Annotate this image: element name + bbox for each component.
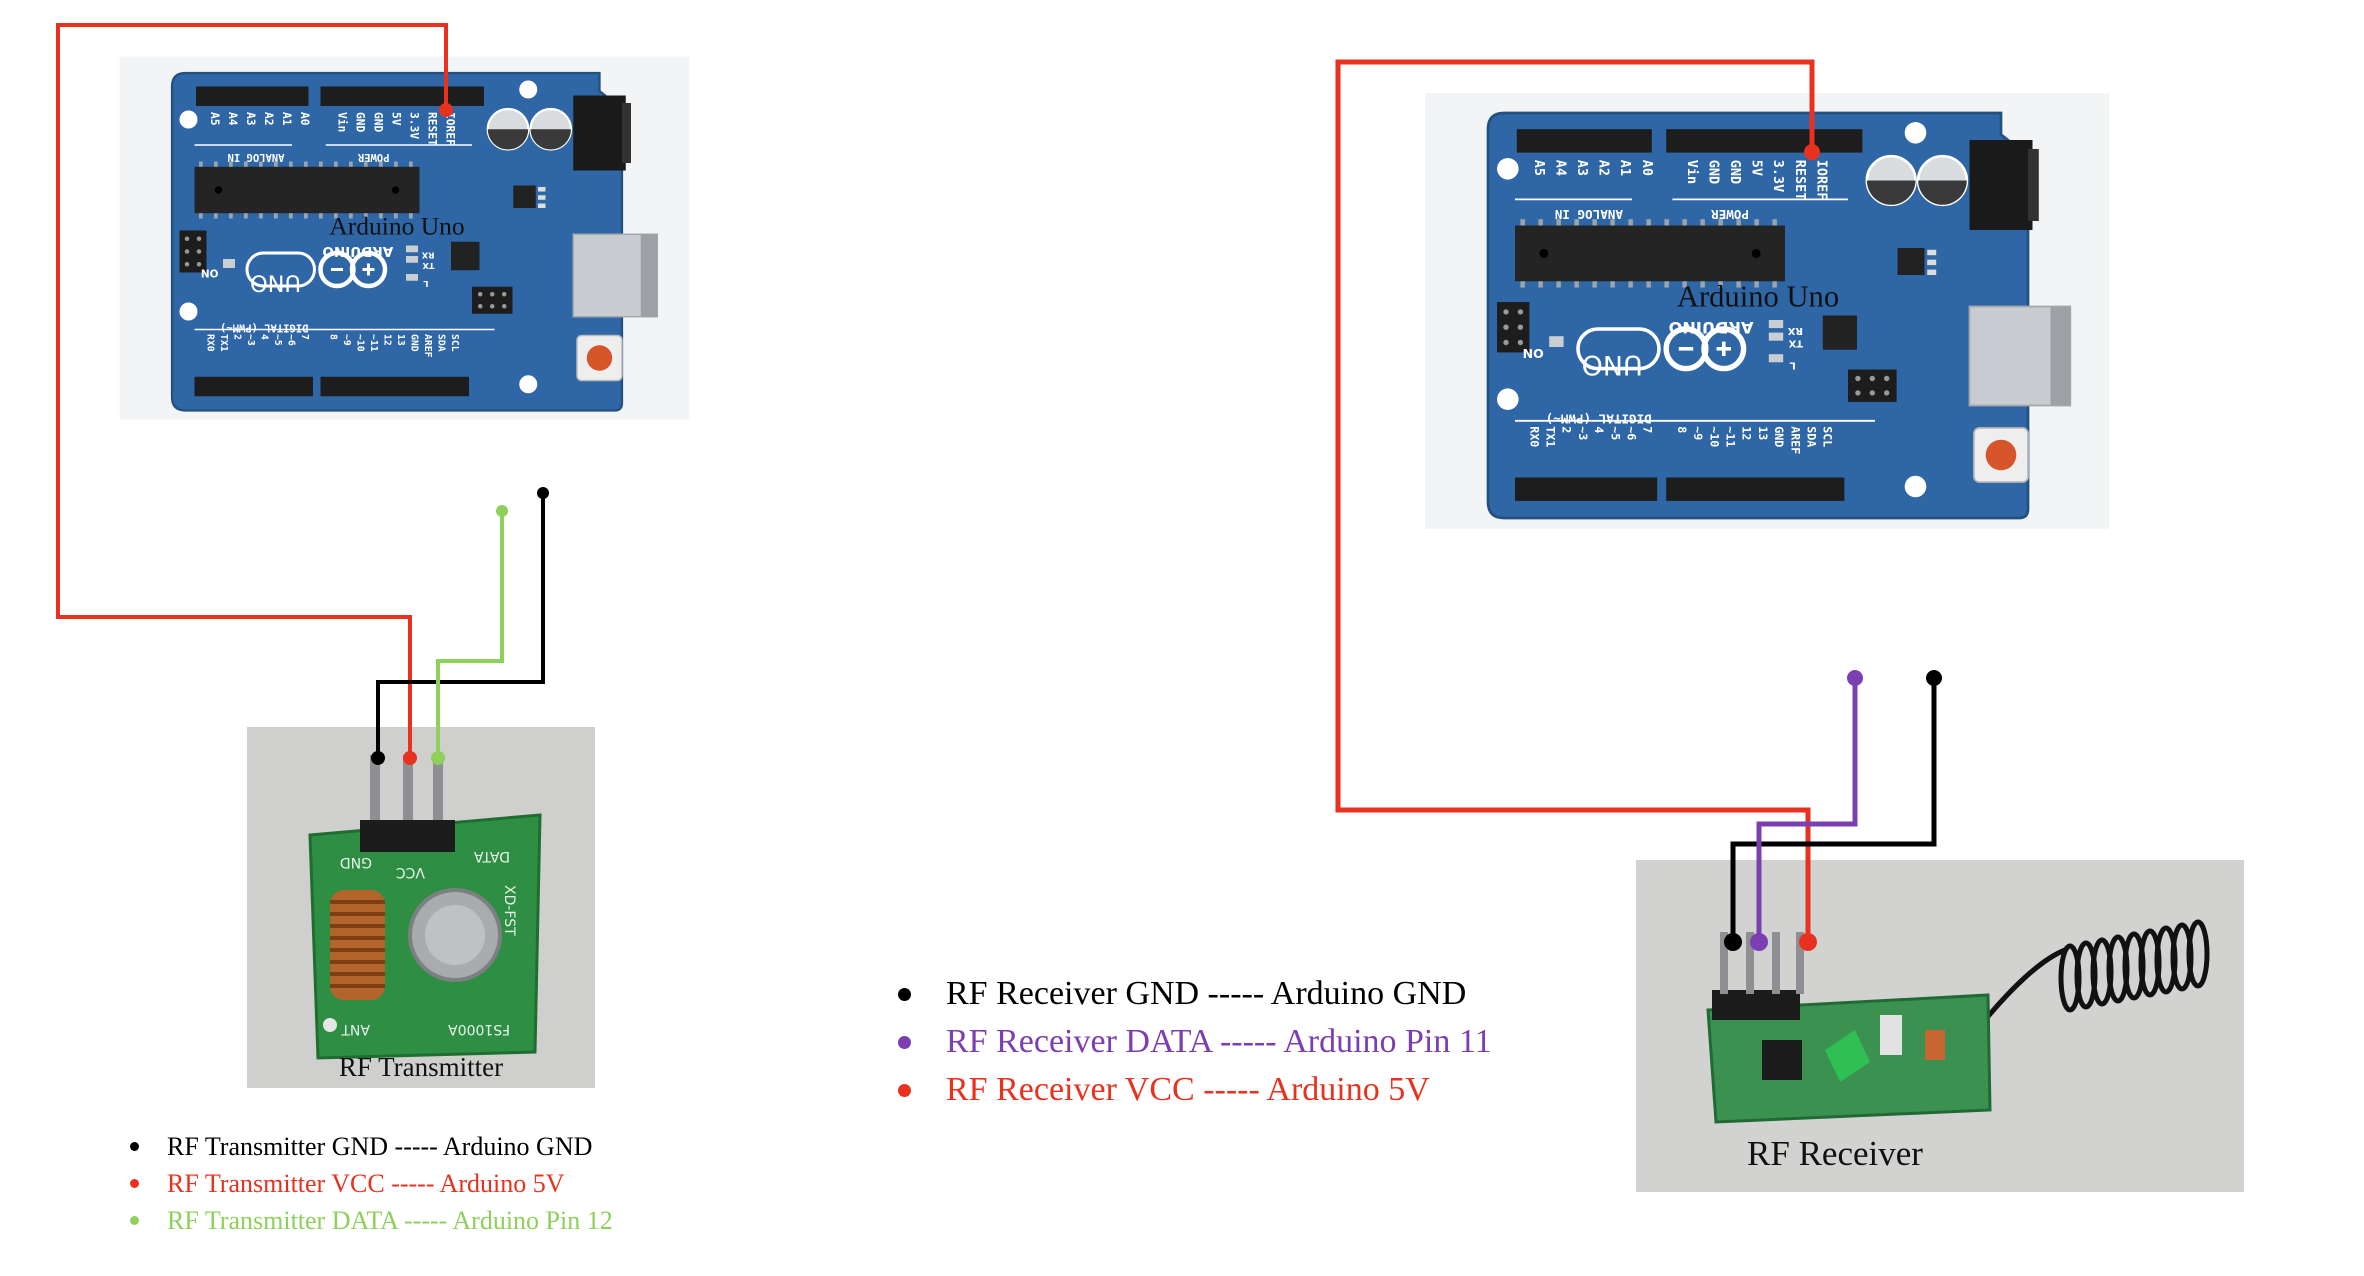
right-arduino-board: Arduino Uno <box>1425 93 2109 529</box>
tx-part-text: FS1000A <box>448 1021 510 1037</box>
tx-ant-text: ANT <box>341 1021 370 1037</box>
tx-pin-data: DATA <box>474 848 510 864</box>
bullet-icon <box>898 1035 911 1049</box>
receiver-wires <box>1335 59 1937 942</box>
transmitter-caption: RF Transmitter <box>339 1052 503 1082</box>
rf-transmitter-module: GND VCC DATA XD-FST FS1000A ANT <box>247 727 595 1088</box>
tx-vcc-wire <box>56 23 448 758</box>
tx-gnd-wire <box>376 493 545 758</box>
tx-pin-gnd: GND <box>340 854 372 870</box>
legend-item-rx-vcc: RF Receiver VCC ----- Arduino 5V <box>898 1066 1492 1114</box>
left-arduino-board: Arduino Uno <box>120 57 690 420</box>
transmitter-wire-ends <box>371 103 549 765</box>
legend-text: RF Transmitter DATA ----- Arduino Pin 12 <box>167 1205 613 1235</box>
bullet-icon <box>898 1083 911 1097</box>
legend-item-rx-gnd: RF Receiver GND ----- Arduino GND <box>898 970 1492 1018</box>
right-board-label: Arduino Uno <box>1677 280 1839 314</box>
legend-text: RF Receiver VCC ----- Arduino 5V <box>946 1071 1430 1108</box>
bullet-icon <box>130 1216 139 1225</box>
bullet-icon <box>130 1179 139 1188</box>
tx-data-wire <box>436 511 504 758</box>
bullet-icon <box>130 1142 139 1151</box>
legend-item-tx-data: RF Transmitter DATA ----- Arduino Pin 12 <box>130 1202 613 1239</box>
transmitter-connection-legend: RF Transmitter GND ----- Arduino GND RF … <box>130 1128 613 1239</box>
coil-icon <box>330 890 385 1000</box>
rx-vcc-wire <box>1335 59 1815 942</box>
rf-receiver-module <box>1636 860 2244 1192</box>
legend-item-rx-data: RF Receiver DATA ----- Arduino Pin 11 <box>898 1018 1492 1066</box>
legend-text: RF Receiver GND ----- Arduino GND <box>946 975 1467 1012</box>
legend-text: RF Transmitter VCC ----- Arduino 5V <box>167 1168 565 1198</box>
legend-item-tx-vcc: RF Transmitter VCC ----- Arduino 5V <box>130 1165 613 1202</box>
rx-gnd-wire <box>1730 678 1937 942</box>
legend-item-tx-gnd: RF Transmitter GND ----- Arduino GND <box>130 1128 613 1165</box>
legend-text: RF Receiver DATA ----- Arduino Pin 11 <box>946 1023 1492 1060</box>
rx-data-wire <box>1756 678 1858 942</box>
transmitter-wires <box>56 23 545 758</box>
antenna-icon <box>2058 919 2210 1013</box>
legend-text: RF Transmitter GND ----- Arduino GND <box>167 1131 593 1161</box>
receiver-caption: RF Receiver <box>1747 1134 1923 1173</box>
tx-chip-text: XD-FST <box>501 885 517 936</box>
receiver-wire-ends <box>1724 144 1942 951</box>
tx-pin-vcc: VCC <box>396 864 425 880</box>
left-board-label: Arduino Uno <box>329 211 464 240</box>
receiver-connection-legend: RF Receiver GND ----- Arduino GND RF Rec… <box>898 970 1492 1114</box>
bullet-icon <box>898 987 911 1001</box>
